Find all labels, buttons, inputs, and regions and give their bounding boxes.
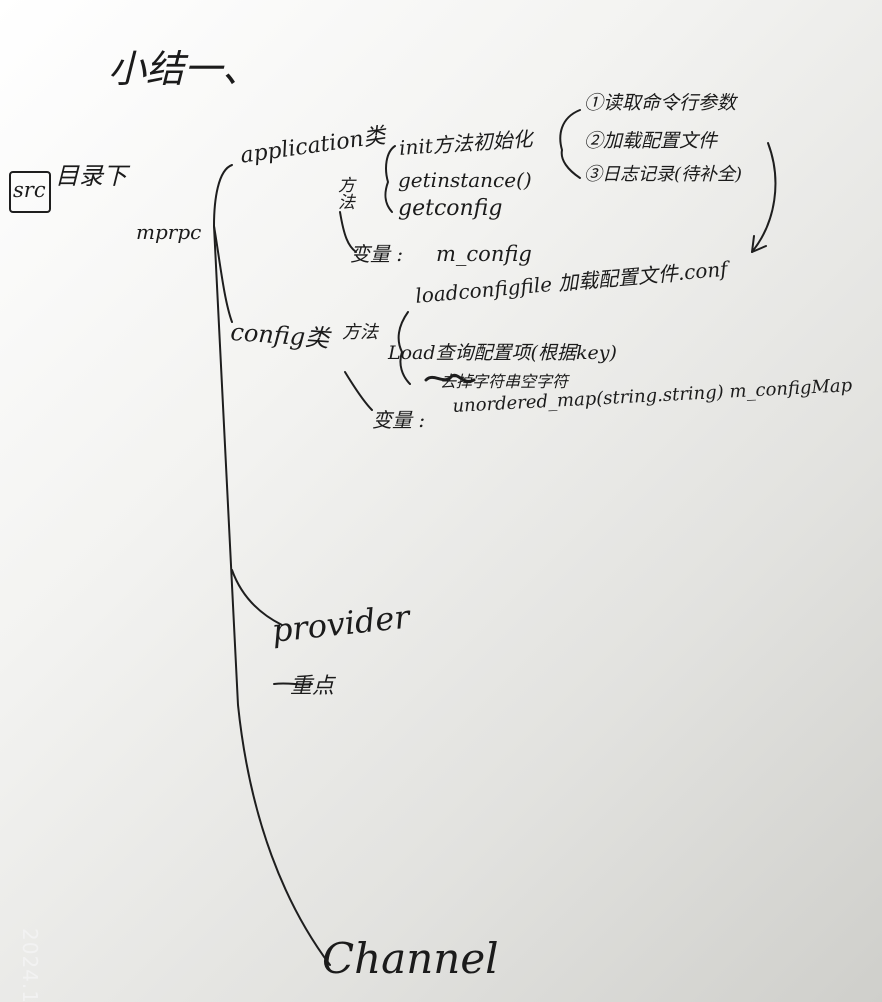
app-var-label: 变量 : (350, 242, 404, 266)
config-var-connector (344, 371, 373, 411)
config-methods-label: 方法 (342, 322, 378, 343)
strikethrough-scribble (424, 373, 476, 383)
app-init-step-3: ③日志记录(待补全) (584, 164, 743, 185)
app-init-step-2: ②加载配置文件 (584, 130, 718, 152)
config-query: Load查询配置项(根据key) (388, 342, 617, 364)
src-box-label: src (13, 178, 46, 202)
note-arrow-head (751, 235, 767, 253)
app-getinstance: getinstance() (398, 168, 532, 192)
root-brace-lower (213, 225, 233, 323)
provider-note: 重点 (290, 674, 335, 699)
app-getconfig: getconfig (398, 196, 503, 221)
photo-timestamp: 2024.1 (18, 928, 42, 1002)
config-class: config类 (229, 317, 331, 353)
config-method-brace (397, 311, 411, 385)
root-brace-upper (213, 164, 233, 227)
src-suffix: 目录下 (55, 162, 127, 190)
config-var-label: 变量 : (372, 408, 426, 432)
src-box-outline (9, 171, 51, 213)
app-var-connector (339, 211, 357, 253)
app-methods-label: 方法 (338, 176, 355, 213)
note-title: 小结一、 (108, 47, 261, 91)
init-steps-brace (559, 109, 581, 179)
provider-note-stroke (273, 682, 313, 686)
note-arrow (751, 142, 777, 253)
channel-node: Channel (322, 934, 499, 983)
app-method-brace (384, 145, 396, 213)
config-trim: 去掉字符串空字符 (440, 372, 569, 391)
main-trunk (213, 225, 331, 966)
provider-branch (231, 569, 283, 626)
root-node: mprpc (136, 220, 202, 244)
app-var-value: m_config (436, 242, 532, 266)
app-init-step-1: ①读取命令行参数 (584, 92, 737, 114)
